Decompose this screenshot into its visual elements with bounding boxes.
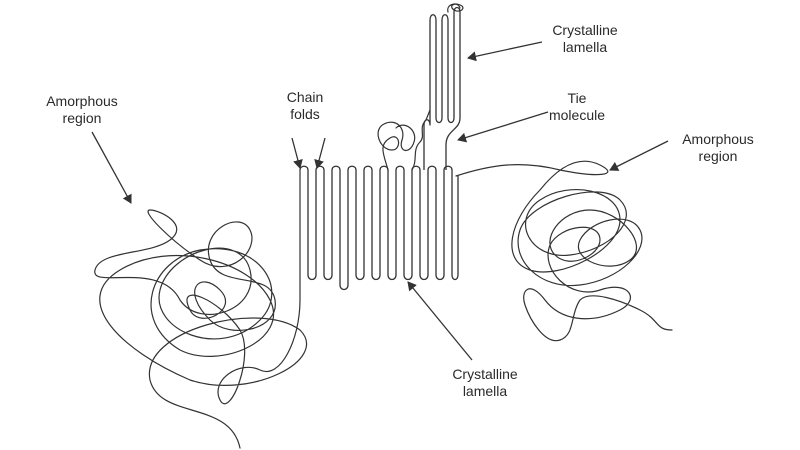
label-chain-folds: Chain folds [270, 89, 340, 123]
label-line: molecule [548, 107, 606, 123]
label-line: Amorphous [682, 131, 754, 147]
arrow-tie-molecule [457, 111, 549, 143]
arrow-crystalline-bottom [407, 281, 473, 361]
arrow-crystalline-top [467, 41, 543, 62]
arrow-chain-fold-1 [291, 137, 303, 169]
arrow-amorphous-left [91, 131, 132, 204]
arrow-amorphous-right [609, 140, 669, 171]
label-amorphous-region-left: Amorphous region [22, 93, 142, 127]
tie-molecule-chain [411, 109, 431, 171]
amorphous-region-left-chain [94, 169, 308, 449]
label-line: lamella [562, 39, 608, 55]
label-line: Chain [286, 89, 324, 105]
arrow-chain-fold-2 [314, 137, 326, 169]
crystalline-lamella-top-folds [423, 6, 461, 170]
label-crystalline-lamella-top: Crystalline lamella [530, 22, 640, 56]
chain-loop-cluster [377, 121, 416, 171]
label-line: Tie [567, 90, 587, 106]
label-line: region [62, 110, 102, 126]
top-chain-knot [447, 3, 464, 13]
label-line: lamella [462, 383, 508, 399]
label-crystalline-lamella-bottom: Crystalline lamella [430, 366, 540, 400]
label-line: folds [290, 106, 320, 122]
label-amorphous-region-right: Amorphous region [658, 131, 778, 165]
label-tie-molecule: Tie molecule [522, 90, 632, 124]
label-line: region [698, 148, 738, 164]
label-line: Crystalline [452, 366, 518, 382]
label-line: Amorphous [46, 93, 118, 109]
amorphous-region-right-chain [455, 160, 673, 342]
label-line: Crystalline [552, 22, 618, 38]
crystalline-lamella-bottom-folds [299, 165, 459, 291]
